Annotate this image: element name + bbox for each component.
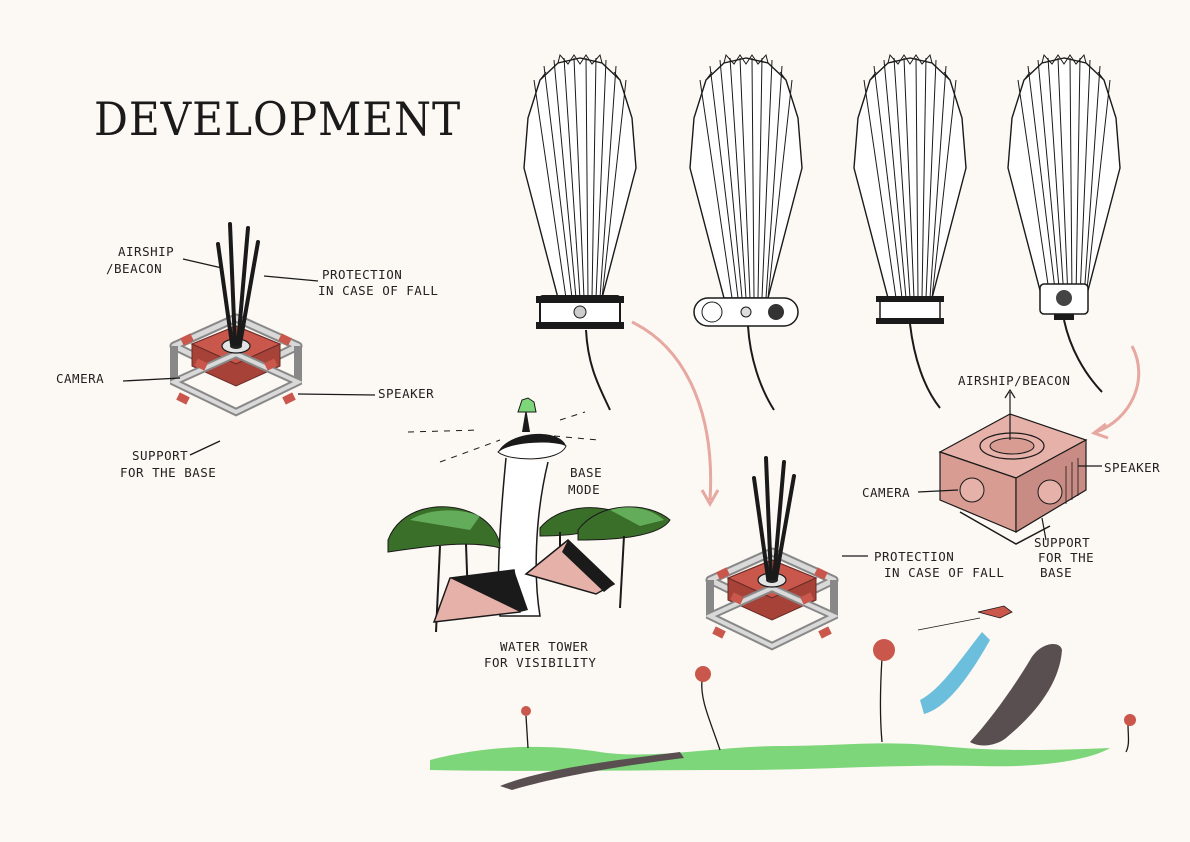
label-protection2-line2: IN CASE OF FALL	[884, 566, 1004, 580]
label-water-tower-line1: WATER TOWER	[500, 640, 588, 654]
label-camera-box: CAMERA	[862, 486, 910, 500]
label-airship-beacon-bottom: /BEACON	[106, 262, 162, 276]
label-support-line2: FOR THE BASE	[120, 466, 216, 480]
airship-variant-2	[690, 55, 802, 410]
label-base-mode-line1: BASE	[570, 466, 602, 480]
label-airship-beacon-top: AIRSHIP	[118, 245, 174, 259]
label-protection-line1: PROTECTION	[322, 268, 402, 282]
landscape-scene	[430, 606, 1136, 790]
label-speaker-box: SPEAKER	[1104, 461, 1160, 475]
beacon-illustration-main	[174, 224, 298, 412]
label-protection-line2: IN CASE OF FALL	[318, 284, 438, 298]
label-base-mode-line2: MODE	[568, 483, 600, 497]
label-water-tower-line2: FOR VISIBILITY	[484, 656, 596, 670]
label-protection2-line1: PROTECTION	[874, 550, 954, 564]
label-support-box-line2: FOR THE	[1038, 551, 1094, 565]
airship-variant-3	[854, 55, 966, 408]
beacon-illustration-protection	[710, 458, 834, 646]
label-support-line1: SUPPORT	[132, 449, 188, 463]
label-camera: CAMERA	[56, 372, 104, 386]
label-airship-beacon-box: AIRSHIP/BEACON	[958, 374, 1070, 388]
label-support-box-line1: SUPPORT	[1034, 536, 1090, 550]
airship-variant-1	[524, 55, 636, 410]
label-support-box-line3: BASE	[1040, 566, 1072, 580]
base-box-illustration	[918, 390, 1102, 544]
water-tower-scene	[388, 398, 670, 632]
label-speaker: SPEAKER	[378, 387, 434, 401]
airship-variant-4	[1008, 55, 1120, 392]
